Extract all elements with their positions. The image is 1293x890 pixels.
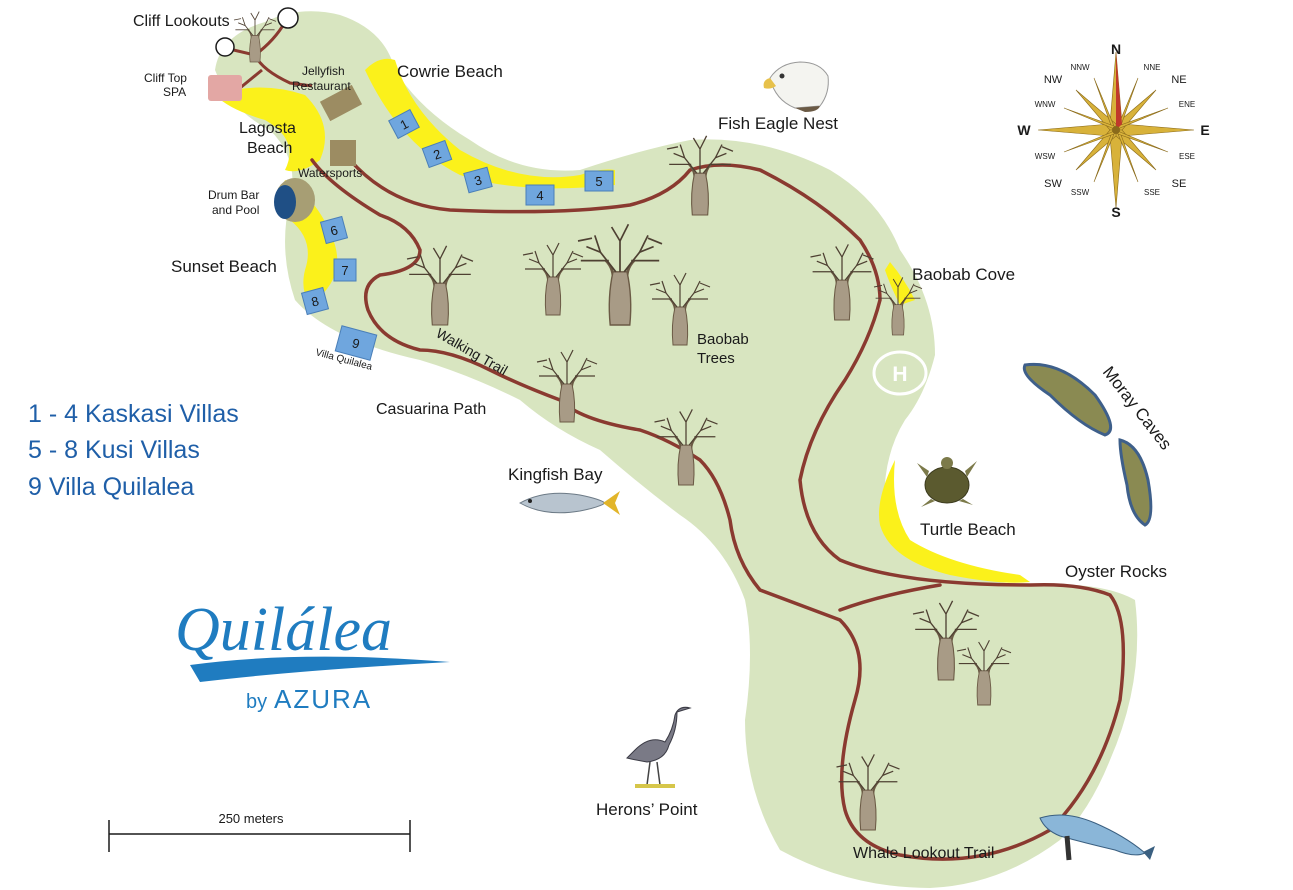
moray-cave-rock-1: [1022, 362, 1113, 437]
lagosta-beach-sand: [215, 87, 325, 172]
jellyfish-restaurant-label-2: Restaurant: [292, 79, 351, 93]
fish-eagle-nest-label: Fish Eagle Nest: [718, 114, 838, 133]
villa-number: 6: [329, 222, 340, 238]
compass-ene: ENE: [1179, 100, 1195, 109]
cliff-top-spa-label: Cliff Top: [144, 71, 187, 85]
scale-bar: [108, 820, 411, 852]
compass-sw: SW: [1044, 178, 1062, 190]
walking-trails: [310, 158, 1126, 861]
cliff-lookout-marker-east: [277, 7, 299, 29]
villa-marker: 6: [319, 215, 349, 245]
watersports-building: [330, 140, 356, 166]
oyster-rocks-label: Oyster Rocks: [1065, 562, 1167, 581]
fish-eagle-icon: [763, 61, 829, 112]
legend-line-kaskasi: 1 - 4 Kaskasi Villas: [28, 400, 239, 428]
cliff-top-spa-building: [208, 75, 242, 101]
compass-nnw: NNW: [1070, 63, 1090, 72]
moray-cave-rock-2: [1118, 438, 1153, 527]
villa-number: 8: [310, 293, 321, 309]
svg-text:H: H: [892, 363, 907, 386]
compass-wnw: WNW: [1035, 100, 1056, 109]
jellyfish-restaurant-label: Jellyfish: [302, 64, 345, 78]
villa-marker: 8: [300, 286, 330, 316]
cliff-lookouts-label: Cliff Lookouts: [133, 13, 230, 30]
villa-marker: 3: [463, 166, 493, 194]
villa-marker: 5: [584, 170, 614, 192]
villa-number: 2: [431, 146, 443, 163]
cliff-top-spa-label-2: SPA: [163, 85, 186, 99]
compass-ne: NE: [1171, 74, 1186, 86]
compass-e: E: [1200, 122, 1209, 138]
villa-marker: 1: [388, 108, 420, 140]
villa-number: 4: [536, 188, 543, 203]
drum-bar-label: Drum Bar: [208, 188, 259, 202]
place-labels: Cliff Lookouts Cliff Top SPA Jellyfish R…: [133, 13, 1175, 862]
lagosta-beach-label-2: Beach: [247, 140, 292, 157]
lagosta-beach-label: Lagosta: [239, 120, 296, 137]
villa-marker: 7: [333, 258, 357, 282]
cliff-lookout-marker-west: [215, 37, 235, 57]
kingfish-bay-label: Kingfish Bay: [508, 465, 603, 484]
drum-bar-pool: [274, 185, 296, 219]
turtle-beach-label: Turtle Beach: [920, 520, 1016, 539]
villa-marker: 9: [334, 325, 378, 361]
compass-sse: SSE: [1144, 188, 1160, 197]
compass-nw: NW: [1044, 74, 1063, 86]
compass-ssw: SSW: [1071, 188, 1090, 197]
legend-line-quilalea: 9 Villa Quilalea: [28, 473, 195, 501]
villa-markers: 1 2 3 4 5 6 7 8 9: [300, 108, 614, 361]
villa-number: 9: [350, 335, 361, 351]
jellyfish-restaurant-building: [319, 84, 363, 122]
casuarina-path-label: Casuarina Path: [376, 401, 486, 418]
moray-caves-label: Moray Caves: [1099, 363, 1176, 454]
scale-bar-label: 250 meters: [218, 811, 284, 826]
logo-brand: AZURA: [274, 684, 372, 714]
villa-marker: 2: [421, 139, 453, 169]
whale-lookout-trail-label: Whale Lookout Trail: [853, 845, 994, 862]
drum-bar-label-2: and Pool: [212, 203, 259, 217]
watersports-label: Watersports: [298, 166, 362, 180]
compass-w: W: [1017, 122, 1031, 138]
logo-by: by: [246, 691, 267, 713]
villa-number: 5: [595, 174, 602, 189]
villa-number: 7: [341, 263, 348, 278]
turtle-beach-sand: [879, 460, 1030, 583]
villa-number: 3: [473, 172, 484, 188]
heron-icon: [626, 706, 692, 788]
whale-icon: [1039, 814, 1155, 861]
baobab-trees-label: Baobab: [697, 331, 749, 348]
compass-s: S: [1111, 204, 1120, 220]
baobab-trees-label-2: Trees: [697, 350, 735, 367]
logo-name: Quilálea: [175, 596, 392, 664]
herons-point-label: Herons’ Point: [596, 800, 698, 819]
island-landmass: [215, 11, 1138, 888]
sunset-beach-label: Sunset Beach: [171, 257, 277, 276]
compass-rose: NNW NNE WNW ENE WSW ESE SSW SSE NW NE SW…: [1017, 41, 1209, 220]
cowrie-beach-label: Cowrie Beach: [397, 62, 503, 81]
compass-se: SE: [1172, 178, 1187, 190]
kingfish-icon: [518, 491, 620, 515]
villa-marker: 4: [525, 184, 555, 206]
compass-wsw: WSW: [1035, 152, 1056, 161]
quilalea-logo: Quilálea by AZURA: [175, 596, 450, 714]
legend-line-kusi: 5 - 8 Kusi Villas: [28, 436, 200, 464]
helipad: H: [872, 350, 928, 396]
baobab-cove-label: Baobab Cove: [912, 265, 1015, 284]
compass-n: N: [1111, 41, 1121, 57]
turtle-icon: [917, 457, 977, 507]
compass-nne: NNE: [1144, 63, 1161, 72]
compass-ese: ESE: [1179, 152, 1195, 161]
